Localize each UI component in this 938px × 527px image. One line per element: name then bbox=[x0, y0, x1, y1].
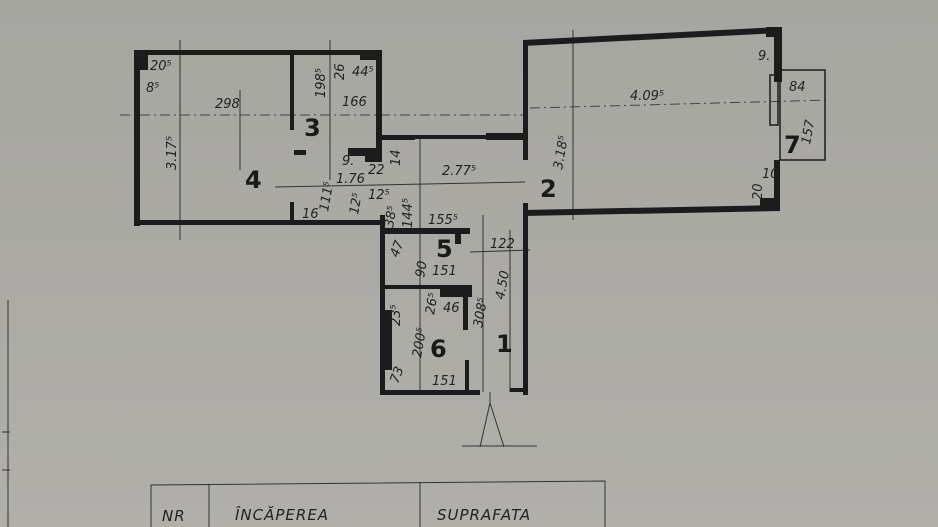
dim-label: 4.09⁵ bbox=[630, 89, 664, 104]
dim-label: 9. bbox=[758, 49, 770, 64]
dim-label: 22 bbox=[368, 163, 385, 178]
dim-label: 20 bbox=[751, 183, 766, 200]
room-number-2: 2 bbox=[540, 175, 557, 203]
dim-label: 12⁵ bbox=[368, 188, 390, 203]
room-number-5: 5 bbox=[436, 235, 453, 263]
walls bbox=[134, 27, 826, 395]
room-number-1: 1 bbox=[496, 330, 513, 358]
dim-label: 4.50 bbox=[493, 270, 513, 301]
dimension-labels: 8⁵ 20⁵ 298 3.17⁵ 198⁵ 26 44⁵ 166 9. 14 2… bbox=[146, 49, 818, 389]
dim-label: 2.77⁵ bbox=[442, 164, 476, 179]
dim-label: 9. bbox=[342, 154, 354, 169]
dim-label: 111⁵ bbox=[317, 181, 337, 213]
room-number-6: 6 bbox=[430, 335, 447, 363]
dim-label: 200⁵ bbox=[410, 327, 430, 359]
dim-label: 47 bbox=[388, 238, 408, 259]
dim-label: 8⁵ bbox=[146, 81, 159, 96]
entrance-arrow-icon bbox=[462, 392, 537, 448]
dim-label: 26⁵ bbox=[423, 292, 442, 316]
paper-edge-marks bbox=[2, 300, 10, 527]
dim-label: 1.76 bbox=[336, 172, 365, 187]
dim-label: 10 bbox=[762, 167, 779, 182]
dim-label: 151 bbox=[432, 374, 457, 389]
dim-label: 12⁵ bbox=[347, 192, 366, 216]
dim-label: 298 bbox=[215, 97, 240, 112]
table-header-nr: NR bbox=[162, 507, 186, 525]
dim-label: 73 bbox=[388, 365, 408, 386]
dim-label: 90 bbox=[413, 260, 431, 279]
dimension-lines bbox=[120, 30, 831, 392]
dim-label: 198⁵ bbox=[314, 68, 329, 98]
dim-label: 122 bbox=[490, 237, 515, 252]
dim-label: 308⁵ bbox=[471, 297, 491, 329]
dim-label: 20⁵ bbox=[150, 59, 172, 74]
dim-label: 16 bbox=[302, 207, 319, 222]
dim-label: 151 bbox=[432, 264, 457, 279]
room-number-7: 7 bbox=[784, 131, 801, 159]
dim-label: 26 bbox=[333, 63, 348, 80]
room-number-4: 4 bbox=[245, 166, 262, 194]
dim-label: 46 bbox=[443, 301, 460, 316]
dim-label: 144⁵ bbox=[401, 198, 416, 228]
dim-label: 3.18⁵ bbox=[551, 134, 572, 170]
dim-label: 84 bbox=[789, 80, 806, 95]
dim-label: 23⁵ bbox=[389, 304, 404, 326]
dim-label: 14 bbox=[389, 149, 404, 166]
dim-label: 3.17⁵ bbox=[165, 136, 180, 170]
table-header-area: SUPRAFATA bbox=[437, 506, 531, 524]
room-number-3: 3 bbox=[304, 114, 321, 142]
dim-label: 38⁵ bbox=[382, 205, 401, 229]
area-table: NR ÎNCĂPEREA SUPRAFATA bbox=[150, 480, 606, 527]
dim-label: 155⁵ bbox=[428, 213, 458, 228]
dim-label: 157 bbox=[799, 118, 818, 146]
dim-label: 166 bbox=[342, 95, 367, 110]
dim-label: 44⁵ bbox=[352, 65, 374, 80]
table-header-room: ÎNCĂPEREA bbox=[235, 505, 329, 524]
